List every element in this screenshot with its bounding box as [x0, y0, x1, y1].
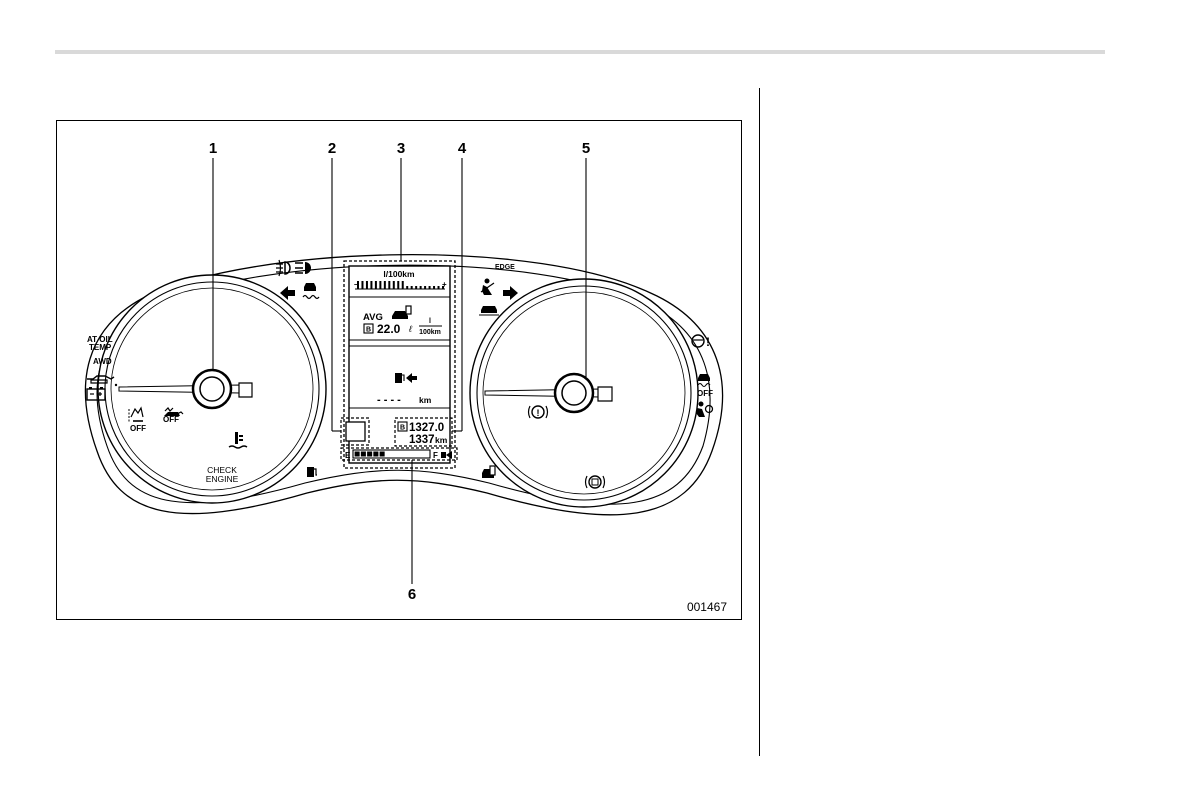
svg-text:4: 4: [458, 140, 467, 157]
fuel-segment: [380, 452, 385, 457]
instant-fuel-tick: [397, 281, 399, 289]
top-rule: [55, 50, 1105, 54]
instant-fuel-tick: [424, 286, 426, 289]
instant-fuel-tick: [366, 281, 368, 289]
turn-right-arrow-icon: [503, 286, 518, 300]
vdc-off-label: OFF: [130, 424, 146, 433]
instant-fuel-tick: [357, 281, 359, 289]
svg-text:2: 2: [328, 140, 336, 157]
lane-departure-icon: [479, 306, 499, 315]
traction-off-icon: OFF: [697, 374, 713, 398]
fuel-segment: [361, 452, 366, 457]
range-unit: km: [419, 395, 432, 405]
trip-b-badge-odo-text: B: [400, 425, 405, 432]
seatbelt-passenger-icon: [481, 279, 494, 296]
instant-fuel-tick: [375, 281, 377, 289]
instant-fuel-tick: [402, 281, 404, 289]
svg-text:!: !: [537, 408, 540, 418]
fuel-empty-label: E: [345, 451, 351, 460]
fuel-full-label: F: [433, 451, 438, 460]
figure-frame: CHECK ENGINE AT OIL TEMP AWD OFF OFF: [56, 120, 742, 620]
instant-fuel-tick: [420, 286, 422, 289]
turn-left-arrow-icon: [280, 286, 295, 300]
awd-label: AWD: [93, 357, 112, 366]
instant-fuel-tick: [406, 286, 408, 289]
svg-text:1: 1: [209, 140, 217, 157]
svg-text:6: 6: [408, 586, 416, 603]
instant-fuel-tick: [393, 281, 395, 289]
callout-2: 2: [328, 140, 341, 431]
fuel-segment: [373, 452, 378, 457]
high-beam-icon: [295, 262, 311, 274]
callout-3: 3: [397, 140, 405, 261]
instrument-cluster-diagram: CHECK ENGINE AT OIL TEMP AWD OFF OFF: [57, 121, 743, 621]
skid-indicator-icon: [303, 283, 319, 299]
instant-fuel-tick: [370, 281, 372, 289]
left-gauge-hub: [193, 370, 231, 408]
odometer-value: 1337: [409, 434, 435, 446]
security-indicator-icon: [482, 466, 495, 478]
avg-fuel-sym: ℓ: [408, 324, 412, 334]
instant-fuel-unit: l/100km: [383, 269, 415, 279]
instant-fuel-tick: [361, 281, 363, 289]
at-oil-temp-label-2: TEMP: [89, 343, 112, 352]
right-gauge: !: [470, 279, 698, 507]
traction-off-label: OFF: [697, 389, 713, 398]
fuel-segment: [367, 452, 372, 457]
power-steering-warning-icon: !: [692, 335, 710, 349]
instant-fuel-tick: [438, 286, 440, 289]
svg-text:5: 5: [582, 140, 590, 157]
instant-fuel-tick: [433, 286, 435, 289]
eyesight-label: EDGE: [495, 264, 515, 271]
fuel-gauge-fill: [355, 452, 385, 457]
low-fuel-icon: [307, 467, 317, 477]
multi-information-display: l/100km – + AVG B 22.0 ℓ l 100km - - - -: [341, 261, 457, 468]
instant-fuel-tick: [379, 281, 381, 289]
odometer-unit: km: [435, 435, 448, 445]
avg-value: 22.0: [377, 322, 401, 336]
trip-meter-value: 1327.0: [409, 422, 444, 434]
pre-collision-off-label: OFF: [163, 415, 179, 424]
svg-text:3: 3: [397, 140, 405, 157]
gear-position-indicator: [346, 422, 365, 441]
callout-4: 4: [452, 140, 467, 431]
trip-b-badge-avg-text: B: [366, 327, 371, 334]
eyesight-icon: EDGE: [495, 264, 515, 271]
figure-code: 001467: [687, 600, 727, 614]
instant-fuel-tick: [442, 286, 444, 289]
instant-fuel-tick: [415, 286, 417, 289]
avg-unit-top: l: [429, 318, 431, 325]
range-value: - - - -: [377, 394, 401, 406]
check-engine-label-2: ENGINE: [206, 474, 239, 484]
right-gauge-hub: [555, 374, 593, 412]
instant-fuel-tick: [429, 286, 431, 289]
avg-unit-bottom: 100km: [419, 329, 441, 336]
left-gauge: CHECK ENGINE: [98, 275, 326, 503]
column-divider: [759, 88, 760, 756]
svg-text:!: !: [706, 335, 710, 349]
instant-fuel-tick: [384, 281, 386, 289]
fuel-segment: [355, 452, 360, 457]
instant-fuel-tick: [388, 281, 390, 289]
instant-fuel-tick: [411, 286, 413, 289]
